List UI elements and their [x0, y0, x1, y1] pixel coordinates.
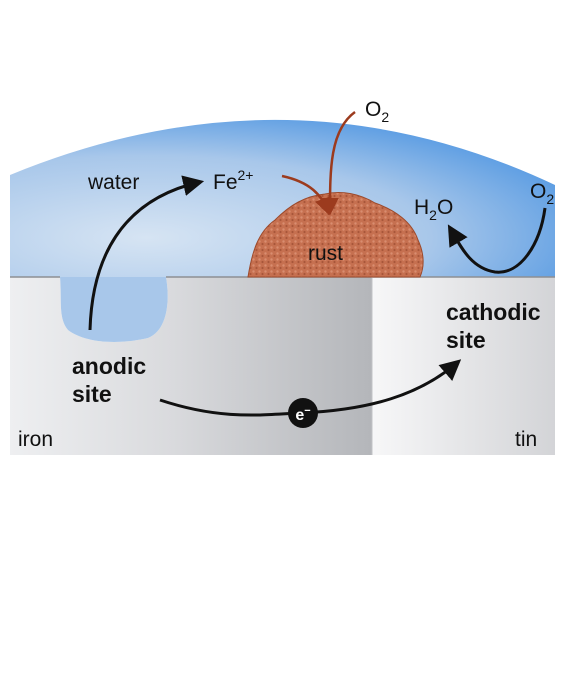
h2o-label: H2O	[414, 196, 453, 223]
electron-charge: −	[304, 405, 310, 417]
electron-badge	[288, 398, 318, 428]
anodic-pit-water	[60, 277, 168, 342]
o2-top-symbol: O	[365, 98, 381, 121]
cathodic-line1: cathodic	[446, 299, 541, 325]
fe-charge: 2+	[238, 167, 254, 183]
fe-symbol: Fe	[213, 171, 238, 194]
o2-top-label: O2	[365, 98, 389, 125]
iron-label: iron	[18, 428, 53, 451]
o2-right-label: O2	[530, 180, 554, 207]
rust-label: rust	[308, 242, 343, 265]
o2-top-subscript: 2	[381, 109, 389, 125]
o2-to-rust-arrow	[321, 110, 356, 216]
electron-label: e−	[295, 405, 310, 424]
electron-symbol: e	[295, 407, 304, 424]
h2o-subscript: 2	[429, 207, 437, 223]
fe-ion-label: Fe2+	[213, 167, 253, 194]
water-droplet	[10, 119, 555, 277]
rust-deposit	[247, 191, 424, 278]
tin-block	[372, 277, 555, 455]
h2o-o: O	[437, 196, 453, 219]
o2-right-symbol: O	[530, 180, 546, 203]
anodic-line2: site	[72, 381, 112, 407]
fe-ion-arrow	[88, 175, 205, 331]
h2o-h: H	[414, 196, 429, 219]
anodic-site-label: anodic site	[72, 353, 153, 407]
water-label: water	[87, 171, 139, 194]
cathodic-site-label: cathodic site	[446, 299, 547, 353]
iron-block	[10, 277, 372, 455]
tin-label: tin	[515, 428, 537, 451]
o2-to-h2o-arrow	[447, 207, 547, 274]
anodic-line1: anodic	[72, 353, 146, 379]
o2-right-subscript: 2	[546, 191, 554, 207]
cathodic-line2: site	[446, 327, 486, 353]
